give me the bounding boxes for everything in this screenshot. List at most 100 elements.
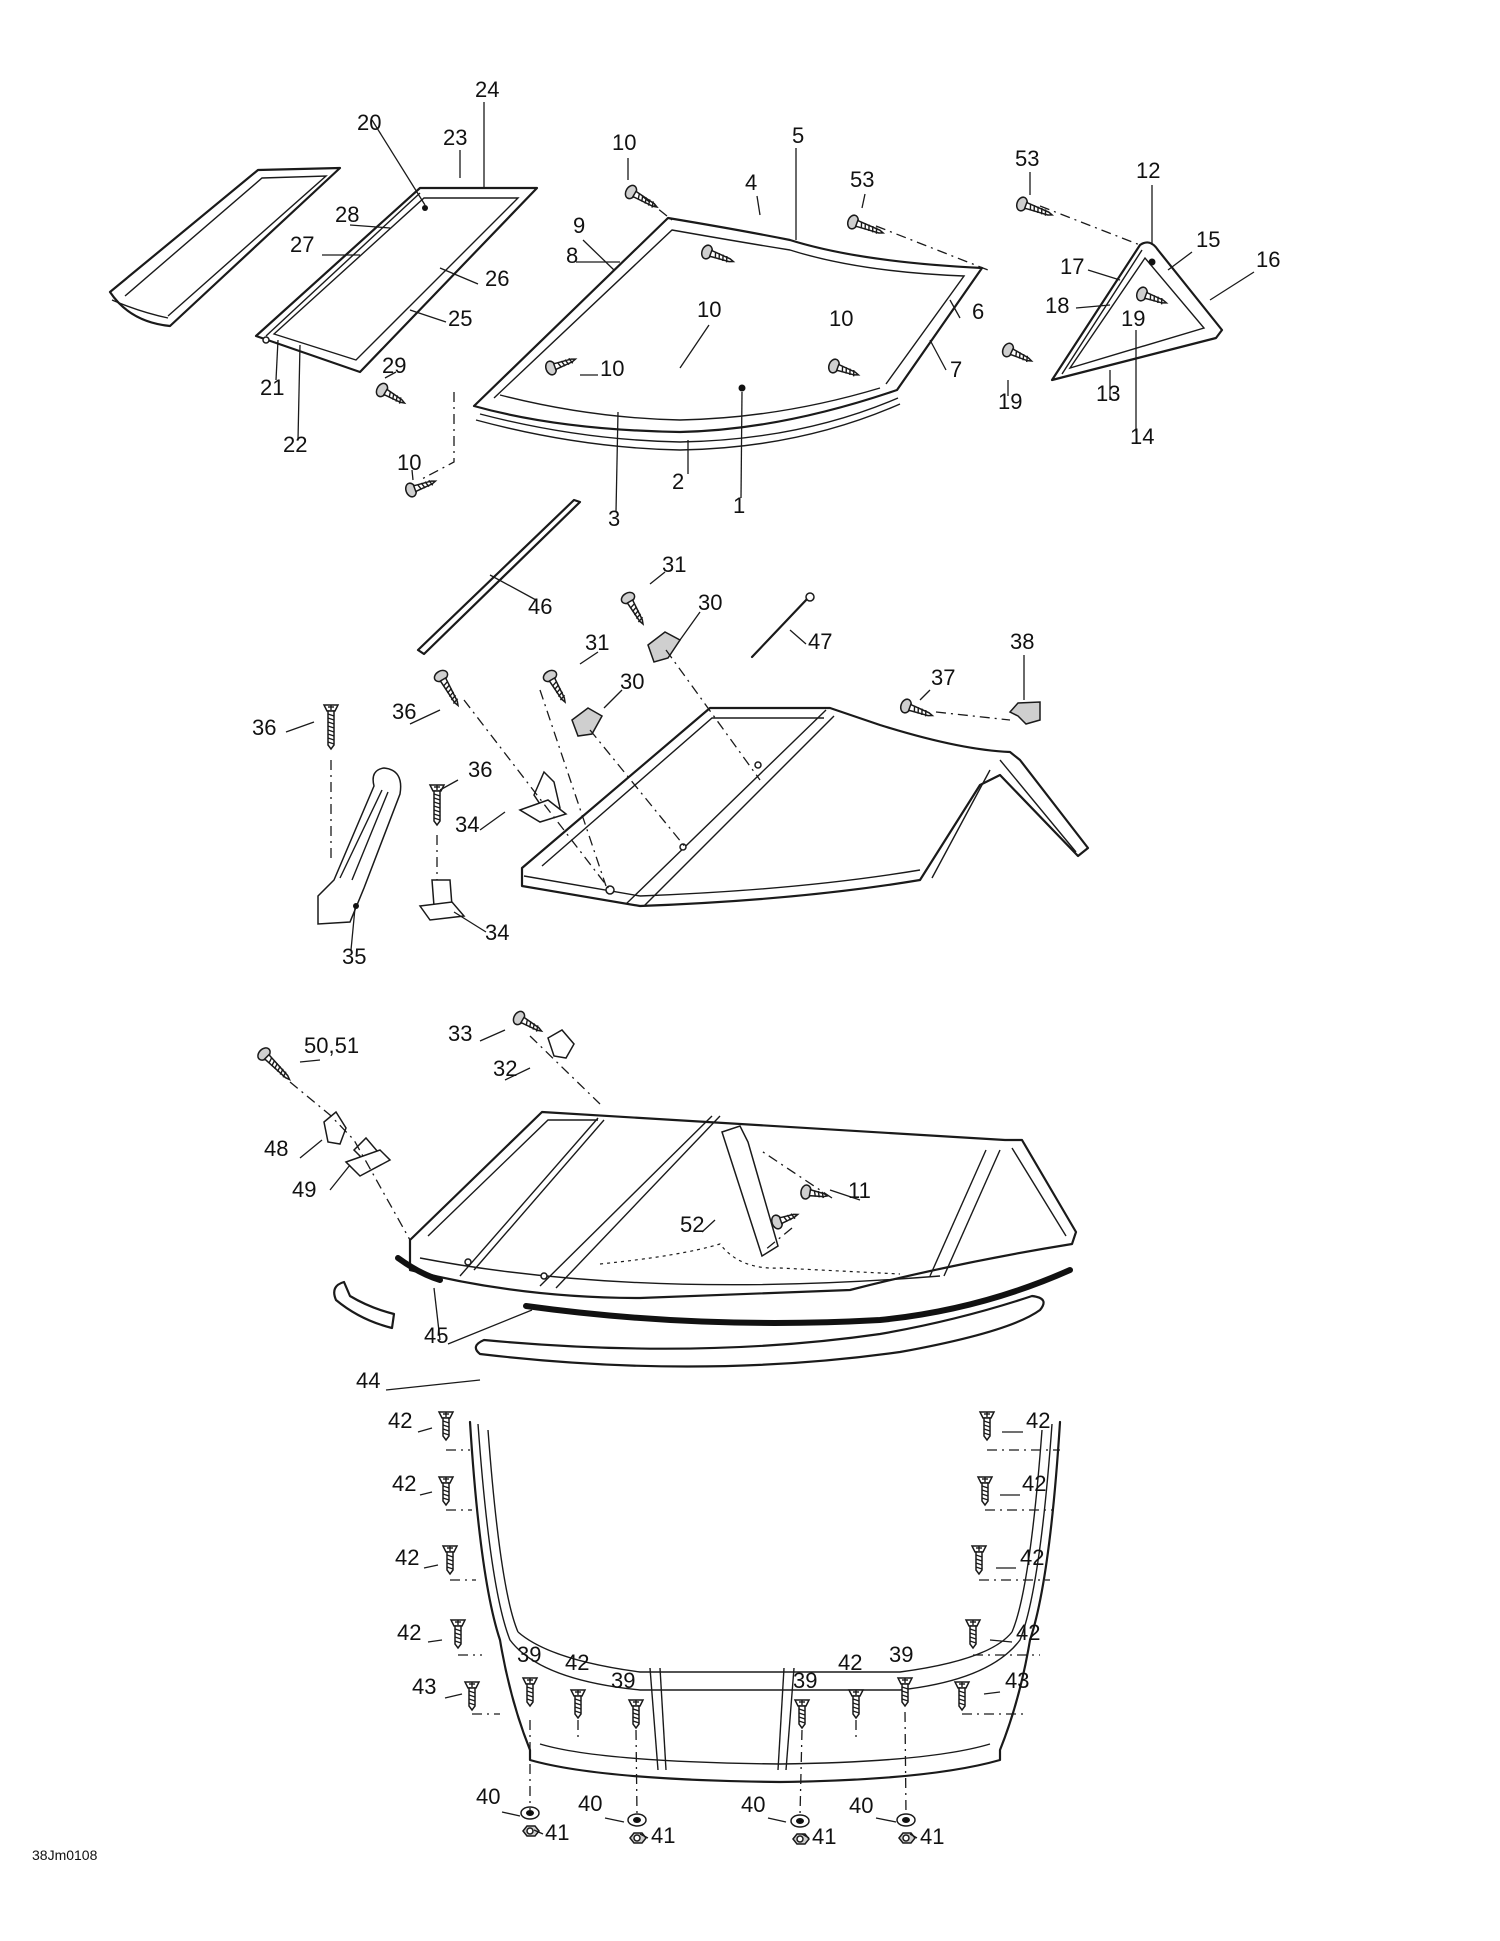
callout-40d: 40 [849,1793,873,1818]
screw [449,1619,467,1650]
screw [976,1476,994,1507]
callout-20: 20 [357,110,381,135]
screw [404,479,438,498]
screw [793,1699,811,1730]
callout-32: 32 [493,1056,517,1081]
callout-10b: 10 [697,297,721,322]
screw [542,669,567,704]
callout-40c: 40 [741,1792,765,1817]
callout-7: 7 [950,357,962,382]
callout-9: 9 [573,213,585,238]
screw [322,704,340,751]
clamp-lower [571,707,604,737]
screw [375,382,407,405]
screw [441,1545,459,1576]
screw [827,358,861,377]
callout-35: 35 [342,944,366,969]
bushing-32 [547,1029,575,1059]
callout-53b: 53 [1015,146,1039,171]
callout-10c: 10 [829,306,853,331]
screw [627,1699,645,1730]
nut [792,1833,810,1845]
callout-41b: 41 [651,1823,675,1848]
screw [1015,196,1055,216]
screw [544,357,578,376]
callout-41c: 41 [812,1824,836,1849]
callout-22: 22 [283,432,307,457]
callout-44: 44 [356,1368,380,1393]
rod [750,592,815,659]
callout-28: 28 [335,202,359,227]
callout-30b: 30 [620,669,644,694]
callout-50-51: 50,51 [304,1033,359,1058]
callout-25: 25 [448,306,472,331]
callout-3: 3 [608,506,620,531]
middle-assembly [317,498,1090,925]
callout-27: 27 [290,232,314,257]
callout-36b: 36 [252,715,276,740]
leader-lines [275,102,1255,1839]
trim-molding-left [333,1280,396,1330]
screw [437,1476,455,1507]
washer [896,1813,916,1827]
callout-42-l1: 42 [388,1408,412,1433]
callout-45: 45 [424,1323,448,1348]
bushing-48 [323,1110,347,1145]
screw [964,1619,982,1650]
drawing-code: 38Jm0108 [32,1847,98,1863]
callout-15: 15 [1196,227,1220,252]
callout-11: 11 [848,1178,871,1203]
callout-4: 4 [745,170,757,195]
hinge-bracket-upper [518,770,568,823]
end-cap [1008,701,1041,725]
side-window-frame [254,186,539,374]
callout-23: 23 [443,125,467,150]
screw [463,1681,481,1712]
rubber-strip [416,498,582,656]
screw [433,669,460,708]
callout-42-r4: 42 [1016,1620,1040,1645]
callout-42-l2: 42 [392,1471,416,1496]
lower-windshield-assembly [323,1029,1078,1368]
callout-42-m1: 42 [565,1650,589,1675]
trim-molding-front [474,1294,1045,1368]
screw [257,1047,291,1081]
callout-10e: 10 [397,450,421,475]
callout-52: 52 [680,1212,704,1237]
callout-labels: 24 20 23 10 5 53 53 12 4 28 9 15 27 8 16… [32,77,1280,1863]
screw [512,1010,544,1033]
callout-31b: 31 [585,630,609,655]
screw [620,591,645,626]
callout-19a: 19 [1121,306,1145,331]
screw [978,1411,996,1442]
callout-10d: 10 [600,356,624,381]
callout-46: 46 [528,594,552,619]
callout-24: 24 [475,77,499,102]
callout-42-r3: 42 [1020,1545,1044,1570]
main-windshield-glass [472,216,984,451]
upper-assembly [108,166,1224,451]
callout-39a: 39 [517,1642,541,1667]
screw [899,698,935,717]
callout-14: 14 [1130,424,1154,449]
callout-53a: 53 [850,167,874,192]
callout-39d: 39 [889,1642,913,1667]
callout-13: 13 [1096,381,1120,406]
callout-42-l4: 42 [397,1620,421,1645]
hinge-bracket-lower [418,879,466,921]
screw [624,184,659,209]
callout-40a: 40 [476,1784,500,1809]
callout-42-r2: 42 [1022,1471,1046,1496]
callout-36a: 36 [392,699,416,724]
callout-39c: 39 [793,1668,817,1693]
washer [790,1814,810,1828]
bracket-49 [344,1136,392,1177]
windshield-frame [520,706,1090,908]
callout-34b: 34 [485,920,509,945]
washer [627,1813,647,1827]
screw [700,244,736,263]
callout-5: 5 [792,123,804,148]
nut [522,1825,540,1837]
callout-1: 1 [733,493,745,518]
